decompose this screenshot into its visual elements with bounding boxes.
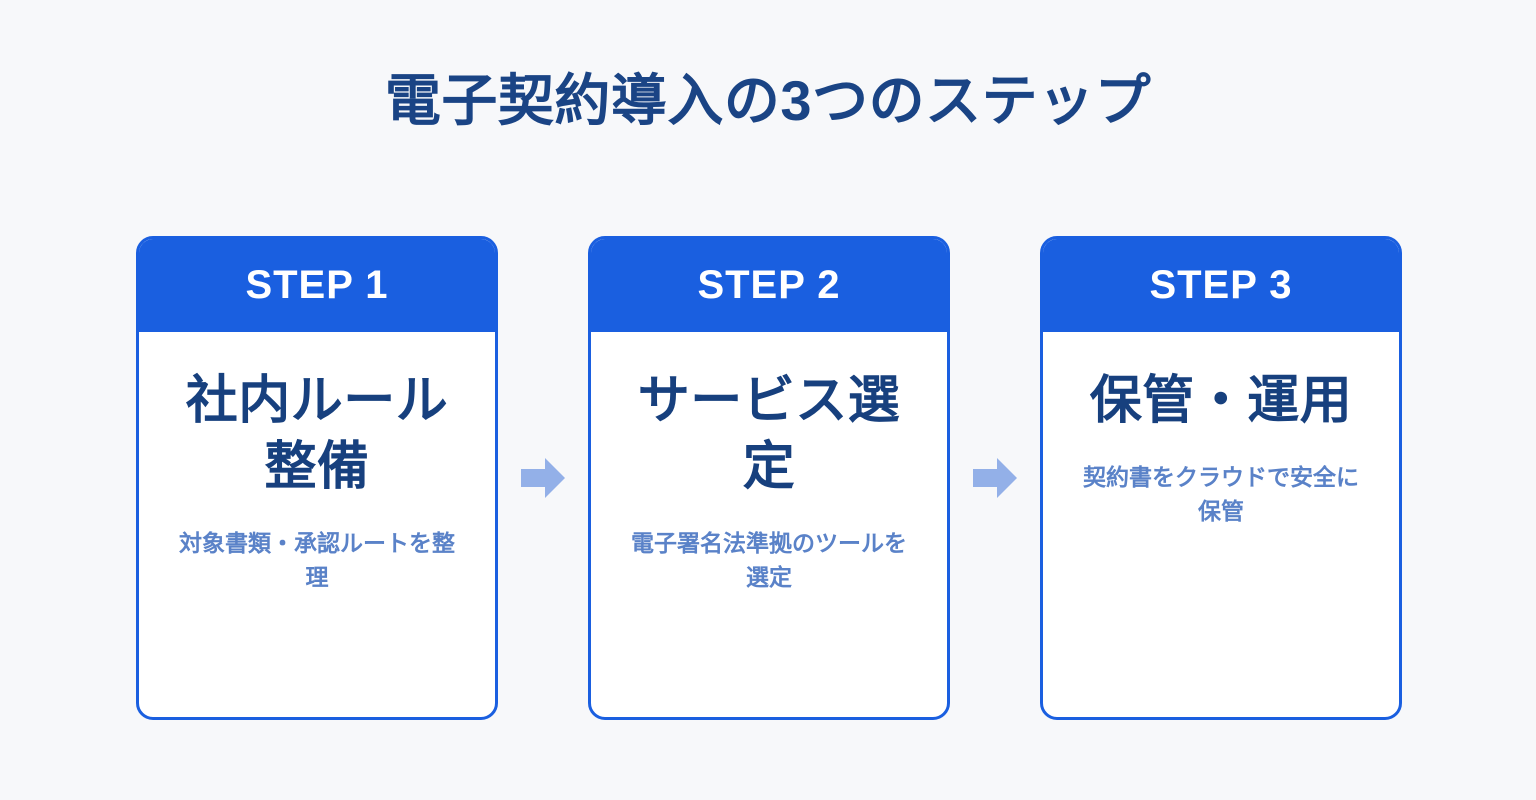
step-badge-1: STEP 1 (139, 239, 495, 332)
step-badge-2: STEP 2 (591, 239, 947, 332)
step-card-3: STEP 3 保管・運用 契約書をクラウドで安全に保管 (1040, 236, 1402, 720)
step-heading-3: 保管・運用 (1089, 372, 1353, 430)
step-caption-1: 対象書類・承認ルートを整理 (179, 530, 455, 590)
step-badge-3: STEP 3 (1043, 239, 1399, 332)
step-caption-2: 電子署名法準拠のツールを選定 (631, 530, 907, 590)
steps-row: STEP 1 社内ルール整備 対象書類・承認ルートを整理 STEP 2 サービス… (136, 236, 1402, 720)
step-card-1: STEP 1 社内ルール整備 対象書類・承認ルートを整理 (136, 236, 498, 720)
step-body-2: サービス選定 電子署名法準拠のツールを選定 (591, 332, 947, 717)
step-heading-1: 社内ルール整備 (185, 372, 449, 496)
step-connector-2 (950, 236, 1040, 720)
step-body-1: 社内ルール整備 対象書類・承認ルートを整理 (139, 332, 495, 717)
arrow-right-icon (973, 457, 1017, 499)
page-title: 電子契約導入の3つのステップ (384, 69, 1152, 132)
step-body-3: 保管・運用 契約書をクラウドで安全に保管 (1043, 332, 1399, 717)
step-card-2: STEP 2 サービス選定 電子署名法準拠のツールを選定 (588, 236, 950, 720)
step-heading-2: サービス選定 (637, 372, 901, 496)
arrow-right-icon (521, 457, 565, 499)
step-connector-1 (498, 236, 588, 720)
step-caption-3: 契約書をクラウドで安全に保管 (1083, 464, 1359, 524)
